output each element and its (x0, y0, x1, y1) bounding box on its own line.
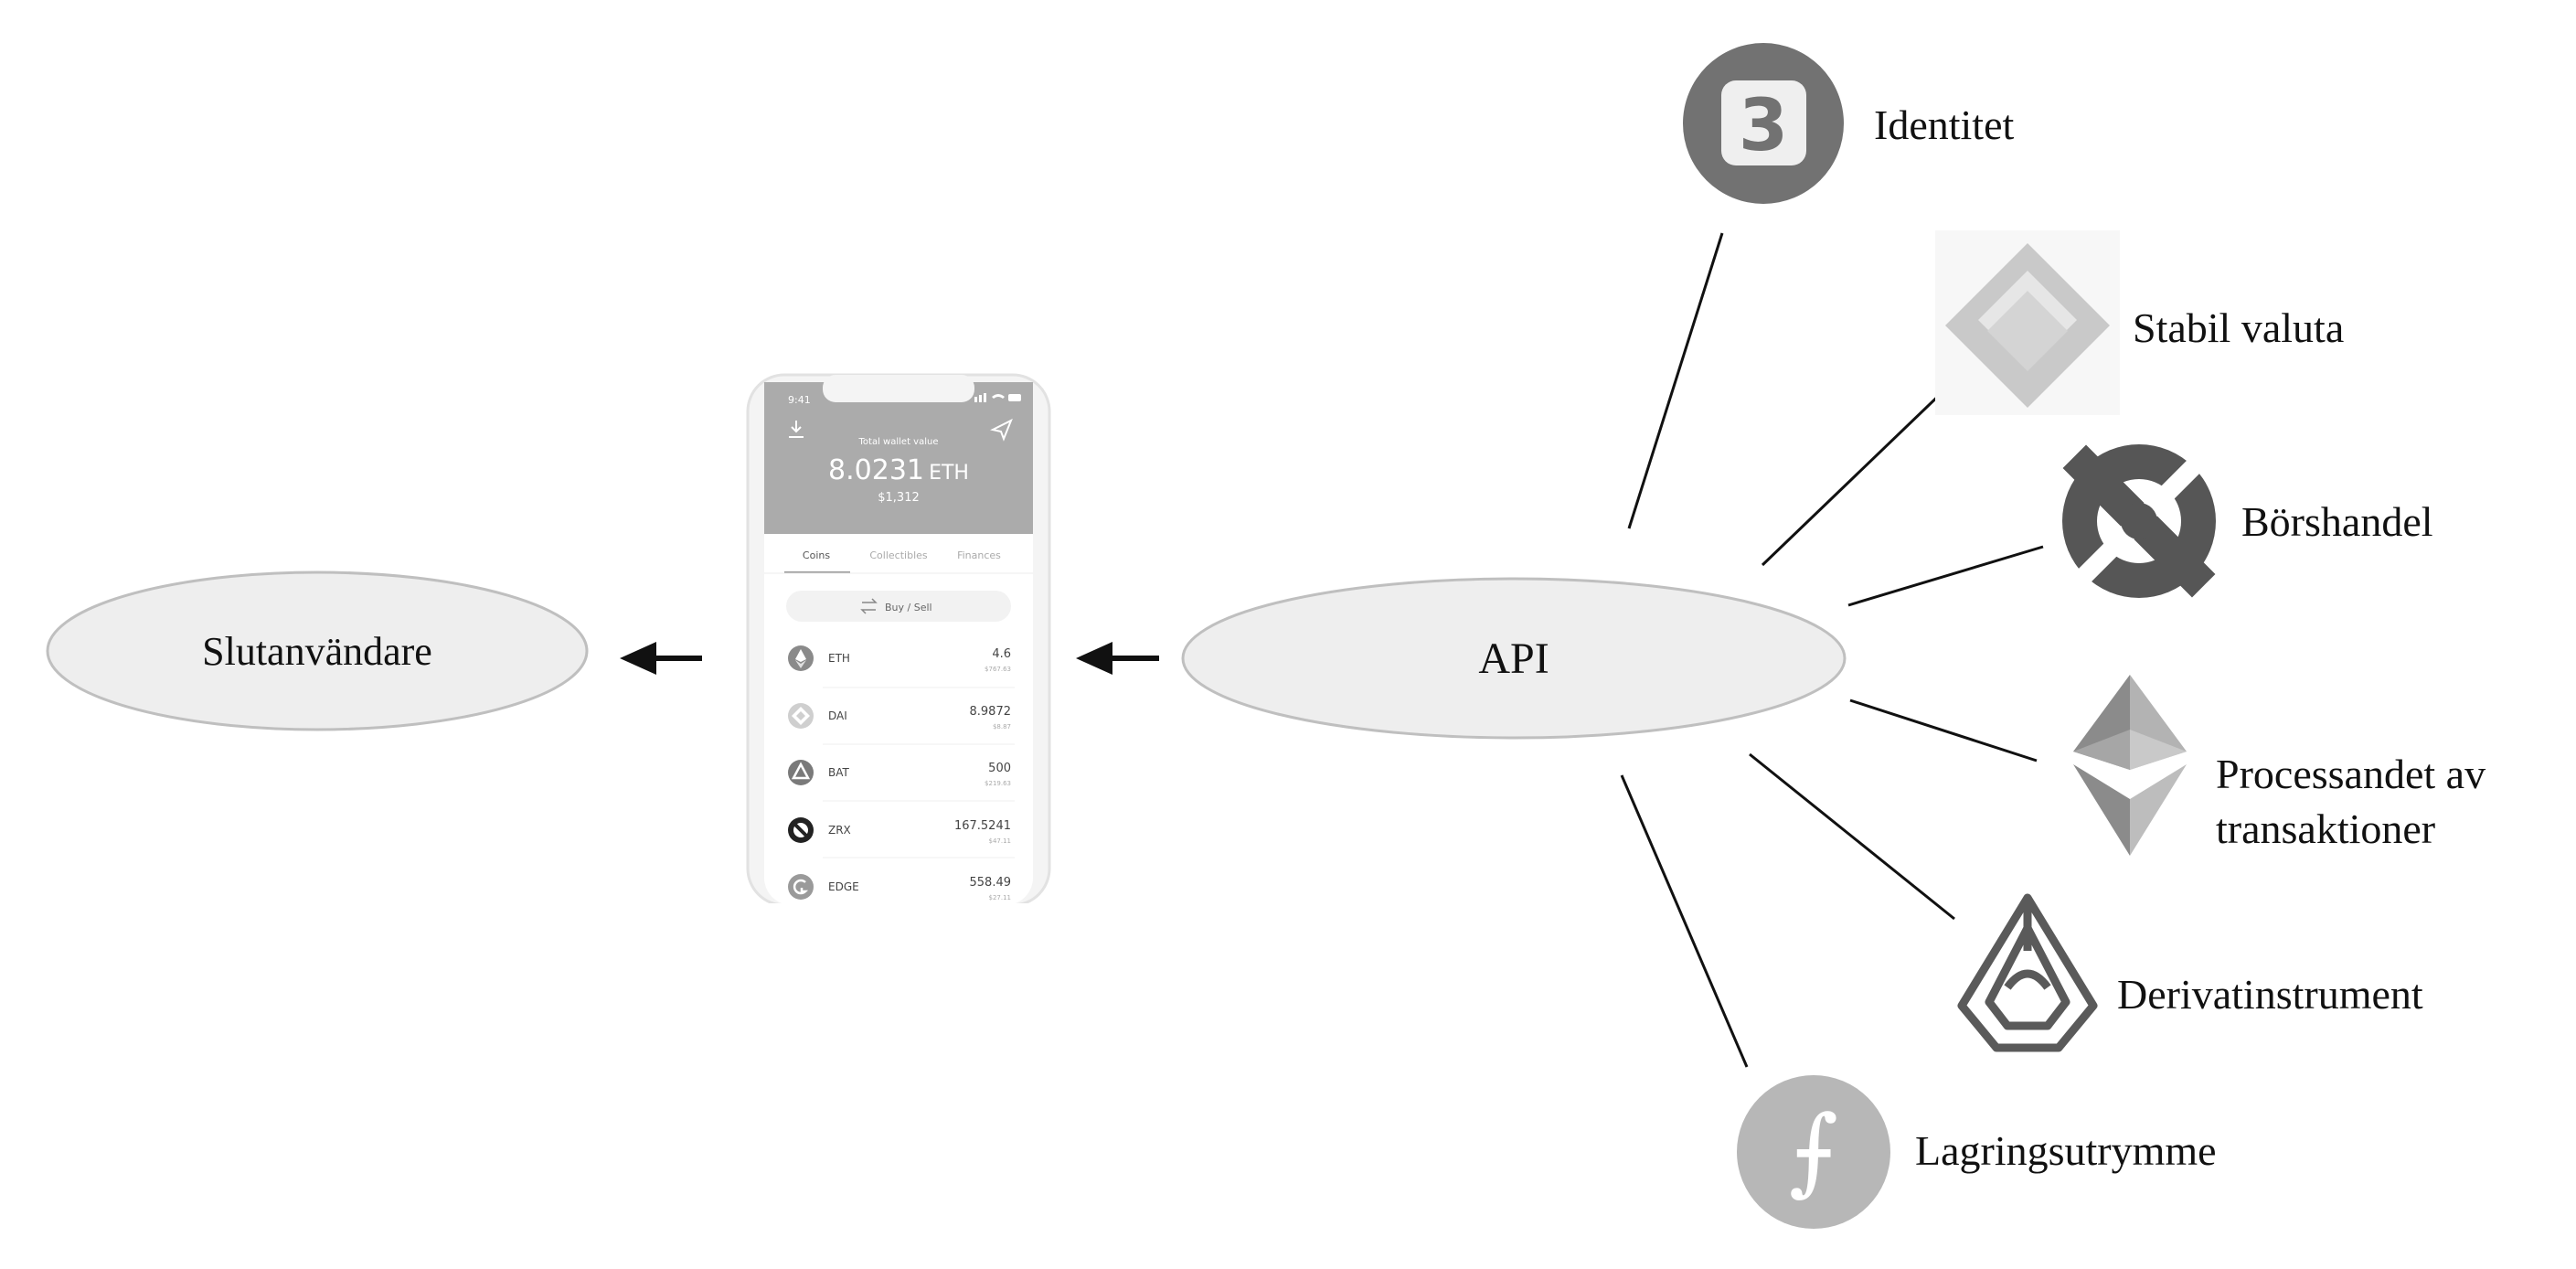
coin-row[interactable]: BAT 500 $219.63 (788, 760, 1015, 802)
swap-icon (860, 598, 878, 614)
coin-amount: 167.5241 (954, 819, 1011, 833)
coin-fiat: $219.63 (985, 780, 1011, 787)
storage-label: Lagringsutrymme (1915, 1127, 2217, 1174)
coin-amount: 558.49 (970, 876, 1012, 890)
end-user-label: Slutanvändare (202, 629, 432, 674)
api-label: API (1478, 634, 1549, 683)
coin-symbol: ZRX (828, 824, 851, 837)
identity-label: Identitet (1874, 101, 2014, 148)
service-derivatives: Derivatinstrument (1957, 893, 2423, 1052)
coin-symbol: BAT (828, 766, 850, 779)
dai-diamond-icon (1935, 230, 2120, 415)
connector-identity (1627, 232, 1724, 529)
arrow-api-to-phone (1076, 642, 1159, 675)
three-box-glyph: 3 (1739, 85, 1788, 167)
wallet-value: 8.0231 ETH (828, 454, 969, 486)
service-exchange: Börshandel (2062, 444, 2433, 598)
phone-notch (823, 375, 974, 402)
wallet-label: Total wallet value (858, 437, 939, 447)
tab-finances[interactable]: Finances (957, 549, 1001, 561)
zrx-icon (2062, 444, 2216, 598)
phone-header (764, 382, 1033, 534)
augur-icon (1957, 893, 2098, 1052)
coin-symbol: EDGE (828, 880, 859, 893)
coin-amount: 500 (988, 762, 1011, 775)
coin-row[interactable]: ETH 4.6 $767.63 (788, 645, 1015, 688)
coin-fiat: $47.11 (989, 837, 1012, 845)
derivatives-label: Derivatinstrument (2117, 971, 2423, 1018)
api-node: API (1181, 577, 1847, 740)
coin-symbol: DAI (828, 709, 847, 722)
filecoin-glyph: ⨍ (1789, 1094, 1838, 1206)
coin-amount: 4.6 (992, 647, 1011, 661)
arrow-phone-to-user (620, 642, 702, 675)
end-user-node: Slutanvändare (46, 571, 589, 731)
service-stablecoin: Stabil valuta (1935, 230, 2344, 415)
coin-row[interactable]: DAI 8.9872 $8.87 (788, 703, 1015, 745)
coin-row[interactable]: EDGE 558.49 $27.11 (788, 874, 1011, 901)
tab-coins[interactable]: Coins (803, 549, 830, 561)
stablecoin-label: Stabil valuta (2133, 304, 2344, 351)
coin-fiat: $767.63 (985, 666, 1011, 673)
buy-sell-label: Buy / Sell (885, 602, 932, 613)
coin-symbol: ETH (828, 652, 850, 665)
coin-amount: 8.9872 (970, 705, 1012, 719)
buy-sell-button[interactable]: Buy / Sell (786, 591, 1011, 622)
connector-exchange (1847, 545, 2044, 607)
send-icon[interactable] (990, 418, 1013, 442)
connector-lines (1620, 232, 2044, 1068)
connector-processing (1849, 698, 2038, 762)
status-icons (974, 393, 1021, 402)
connector-storage (1620, 774, 1749, 1068)
coin-row[interactable]: ZRX 167.5241 $47.11 (788, 817, 1015, 858)
coin-fiat: $8.87 (993, 723, 1011, 730)
wallet-fiat: $1,312 (878, 491, 920, 505)
connector-derivatives (1749, 752, 1955, 921)
exchange-label: Börshandel (2241, 498, 2433, 545)
edge-coin-icon (788, 874, 814, 900)
status-time: 9:41 (788, 394, 811, 406)
tab-collectibles[interactable]: Collectibles (869, 549, 928, 561)
service-identity: 3 Identitet (1683, 43, 2014, 204)
phone-mockup: 9:41 Total wallet value 8.0231 ET (731, 373, 1070, 914)
processing-label: Processandet av transaktioner (2216, 751, 2496, 852)
service-storage: ⨍ Lagringsutrymme (1737, 1075, 2217, 1229)
filecoin-icon (1737, 1075, 1890, 1229)
ethereum-icon (2073, 675, 2187, 856)
connector-stablecoin (1761, 384, 1951, 567)
service-processing: Processandet av transaktioner (2073, 675, 2496, 856)
coin-fiat: $27.11 (989, 894, 1012, 901)
download-icon[interactable] (789, 421, 804, 438)
